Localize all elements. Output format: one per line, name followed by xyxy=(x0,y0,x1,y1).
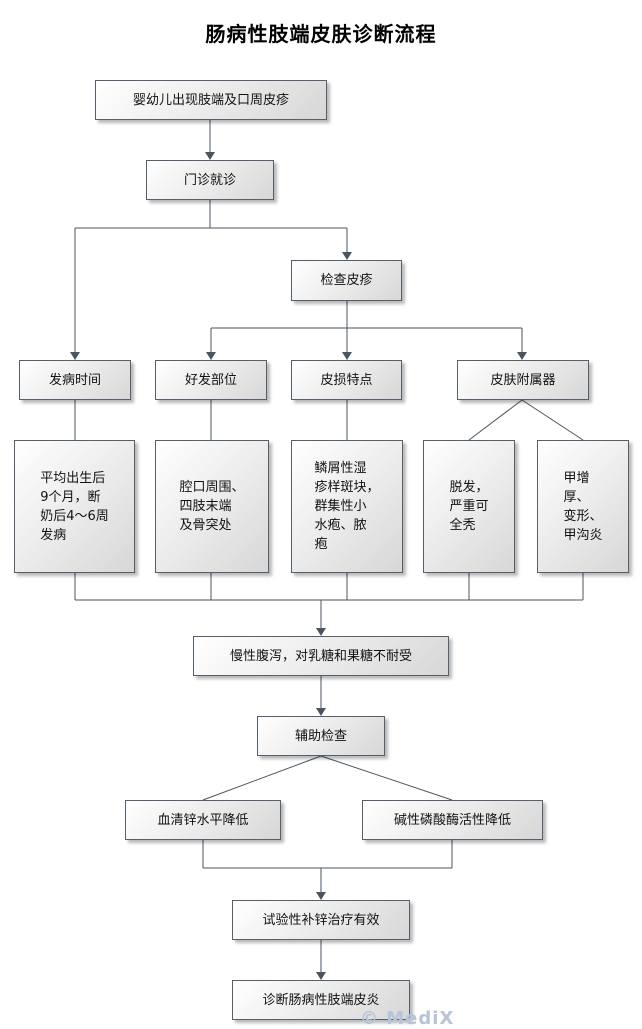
watermark: © MediX xyxy=(360,1008,455,1029)
node-diarrhea: 慢性腹泻，对乳糖和果糖不耐受 xyxy=(193,636,449,676)
node-skin-exam: 检查皮疹 xyxy=(291,260,402,301)
node-zinc-low: 血清锌水平降低 xyxy=(125,800,281,840)
line-aux-to-alp xyxy=(320,755,453,801)
node-skin-exam-label: 检查皮疹 xyxy=(320,273,373,288)
line-appendage-nail xyxy=(521,399,584,441)
line-aux-to-zinc xyxy=(202,755,322,801)
node-zinc-trial-label: 试验性补锌治疗有效 xyxy=(262,912,380,928)
node-zinc-trial: 试验性补锌治疗有效 xyxy=(232,900,410,940)
node-lesion-detail: 鳞屑性湿 疹样斑块， 群集性小 水疱、脓 疱 xyxy=(291,440,403,573)
node-lesion: 皮损特点 xyxy=(291,360,402,400)
node-onset-detail: 平均出生后 9个月，断 奶后4～6周 发病 xyxy=(14,440,135,573)
node-appendage-label: 皮肤附属器 xyxy=(490,372,556,388)
node-symptom: 婴幼儿出现肢端及口周皮疹 xyxy=(95,80,327,120)
node-nail-detail-label: 甲增 厚、 变形、 甲沟炎 xyxy=(563,470,603,543)
node-lesion-detail-label: 鳞屑性湿 疹样斑块， 群集性小 水疱、脓 疱 xyxy=(314,461,380,552)
node-aux-exam-label: 辅助检查 xyxy=(294,728,347,744)
line-appendage-hair xyxy=(468,399,523,441)
node-aux-exam: 辅助检查 xyxy=(257,716,385,756)
flowchart-title: 肠病性肢端皮肤诊断流程 xyxy=(205,22,437,46)
node-alp-low: 碱性磷酸酶活性降低 xyxy=(362,800,543,840)
node-hair-detail: 脱发， 严重可 全秃 xyxy=(423,440,515,573)
node-nail-detail: 甲增 厚、 变形、 甲沟炎 xyxy=(537,440,629,573)
node-site-detail-label: 腔口周围、 四肢末端 及骨突处 xyxy=(179,480,245,533)
node-diarrhea-label: 慢性腹泻，对乳糖和果糖不耐受 xyxy=(229,648,412,664)
node-clinic-label: 门诊就诊 xyxy=(183,172,236,188)
node-diagnosis: 诊断肠病性肢端皮炎 xyxy=(232,980,410,1020)
node-zinc-low-label: 血清锌水平降低 xyxy=(157,812,249,828)
node-clinic: 门诊就诊 xyxy=(146,160,274,200)
node-site-label: 好发部位 xyxy=(184,372,237,388)
node-diagnosis-label: 诊断肠病性肢端皮炎 xyxy=(262,992,380,1008)
node-onset-label: 发病时间 xyxy=(48,372,101,388)
node-onset-detail-label: 平均出生后 9个月，断 奶后4～6周 发病 xyxy=(40,470,109,543)
node-appendage: 皮肤附属器 xyxy=(457,360,589,400)
node-symptom-label: 婴幼儿出现肢端及口周皮疹 xyxy=(132,92,289,108)
node-lesion-label: 皮损特点 xyxy=(320,372,373,388)
node-site-detail: 腔口周围、 四肢末端 及骨突处 xyxy=(155,440,269,573)
node-alp-low-label: 碱性磷酸酶活性降低 xyxy=(393,812,511,828)
node-site: 好发部位 xyxy=(155,360,267,400)
node-onset: 发病时间 xyxy=(19,360,131,400)
node-hair-detail-label: 脱发， 严重可 全秃 xyxy=(449,480,489,533)
